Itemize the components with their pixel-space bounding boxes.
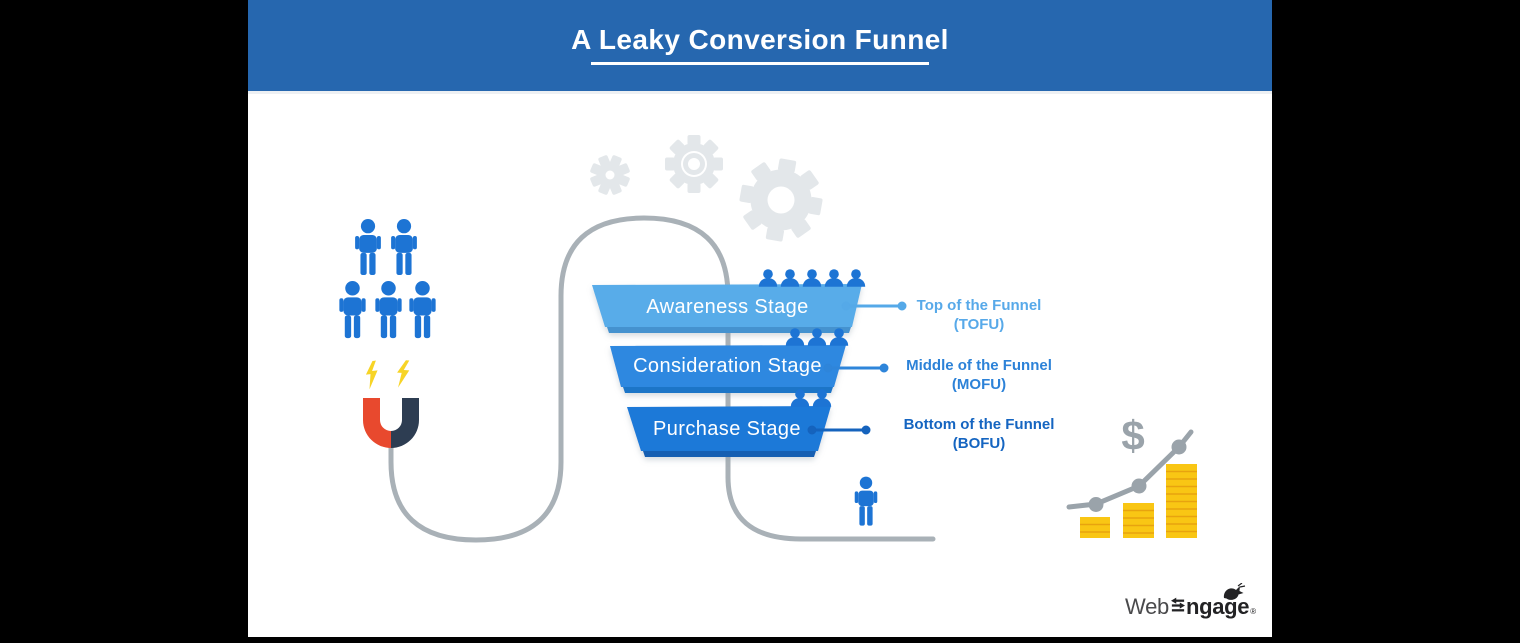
logo-arrows-e-icon xyxy=(1170,597,1185,612)
page-title: A Leaky Conversion Funnel xyxy=(571,24,949,55)
audience-group-icon xyxy=(339,219,436,339)
growth-trend-icon xyxy=(1066,429,1194,512)
header-band: A Leaky Conversion Funnel xyxy=(248,0,1272,94)
mofu-annotation: Middle of the Funnel (MOFU) xyxy=(874,356,1084,394)
person-icon xyxy=(375,281,402,339)
person-icon xyxy=(339,281,366,339)
funnel-stage-awareness-shape xyxy=(592,284,862,333)
tofu-annotation: Top of the Funnel (TOFU) xyxy=(874,296,1084,334)
funnel-stage-purchase-shape xyxy=(627,406,831,457)
visitor-bust-icon xyxy=(846,269,866,287)
title-underline xyxy=(591,62,929,65)
tofu-annotation-line2: (TOFU) xyxy=(953,316,1005,333)
funnel-stage-purchase-label: Purchase Stage xyxy=(653,418,801,440)
gear-medium-icon xyxy=(665,135,723,193)
visitor-bust-icon xyxy=(758,269,778,287)
pipe-line xyxy=(388,215,936,543)
bottom-black-margin xyxy=(248,637,1272,643)
funnel-stage-awareness-label: Awareness Stage xyxy=(646,296,809,318)
person-icon xyxy=(409,281,436,339)
visitor-bust-icon xyxy=(824,269,844,287)
funnel-shape xyxy=(592,284,862,457)
logo-text-web: Web xyxy=(1125,594,1169,619)
lightning-icon xyxy=(396,359,410,389)
left-black-margin xyxy=(0,0,248,643)
logo-registered-mark: ® xyxy=(1250,607,1257,616)
funnel-stage-consideration-label: Consideration Stage xyxy=(633,355,822,377)
mofu-connector-line xyxy=(823,363,889,373)
mofu-annotation-line1: Middle of the Funnel xyxy=(906,357,1052,374)
tofu-annotation-line1: Top of the Funnel xyxy=(916,297,1042,314)
tofu-connector-line xyxy=(841,301,907,311)
bofu-annotation: Bottom of the Funnel (BOFU) xyxy=(874,415,1084,453)
right-black-margin xyxy=(1272,0,1520,643)
person-icon xyxy=(355,219,381,276)
mofu-annotation-line2: (MOFU) xyxy=(951,376,1007,393)
visitor-bust-icon xyxy=(802,269,822,287)
bofu-annotation-line1: Bottom of the Funnel xyxy=(903,416,1055,433)
logo-text-ngage: ngage xyxy=(1185,594,1250,619)
gears-icon xyxy=(590,135,823,242)
dollar-icon: $ xyxy=(1121,412,1145,459)
visitor-bust-icon xyxy=(780,269,800,287)
bofu-annotation-line2: (BOFU) xyxy=(952,435,1006,452)
gear-large-icon xyxy=(739,158,823,242)
lightning-icon xyxy=(364,360,380,390)
coin-stack-icons xyxy=(1080,464,1197,538)
converted-person-icon xyxy=(854,476,878,526)
attraction-icons xyxy=(363,359,419,448)
webengage-logo: Web ngage ® xyxy=(1125,594,1256,620)
gear-small-icon xyxy=(590,155,630,195)
magnet-icon xyxy=(363,398,419,448)
person-icon xyxy=(391,219,417,276)
annotation-connectors xyxy=(807,301,907,435)
bofu-connector-line xyxy=(807,425,871,435)
funnel-stage-consideration-shape xyxy=(610,345,846,393)
revenue-growth-icon xyxy=(1066,429,1197,538)
logo-bird-icon xyxy=(1223,583,1246,600)
